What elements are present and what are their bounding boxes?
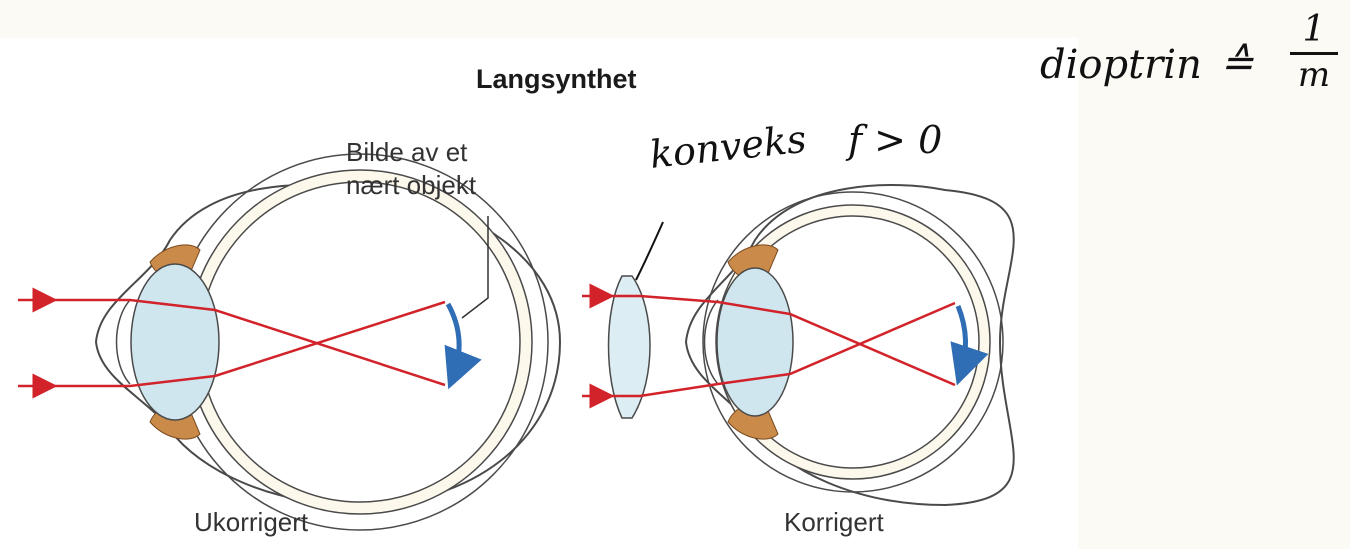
uncorrected-eye-icon (96, 154, 560, 530)
handwritten-unit-name: dioptrin (1040, 42, 1202, 88)
fraction-numerator: 1 (1290, 10, 1338, 50)
handwritten-focal-condition: f > 0 (848, 118, 942, 162)
lens-pointer (636, 222, 663, 280)
handwritten-fraction: 1 m (1290, 10, 1338, 93)
caption-corrected: Korrigert (784, 506, 884, 539)
fraction-denominator: m (1290, 57, 1338, 93)
caption-uncorrected: Ukorrigert (194, 506, 308, 539)
image-callout: Bilde av et nært objekt (346, 136, 476, 202)
diagram-title: Langsynthet (476, 64, 637, 95)
handwritten-equivalence: ≙ (1220, 40, 1254, 86)
